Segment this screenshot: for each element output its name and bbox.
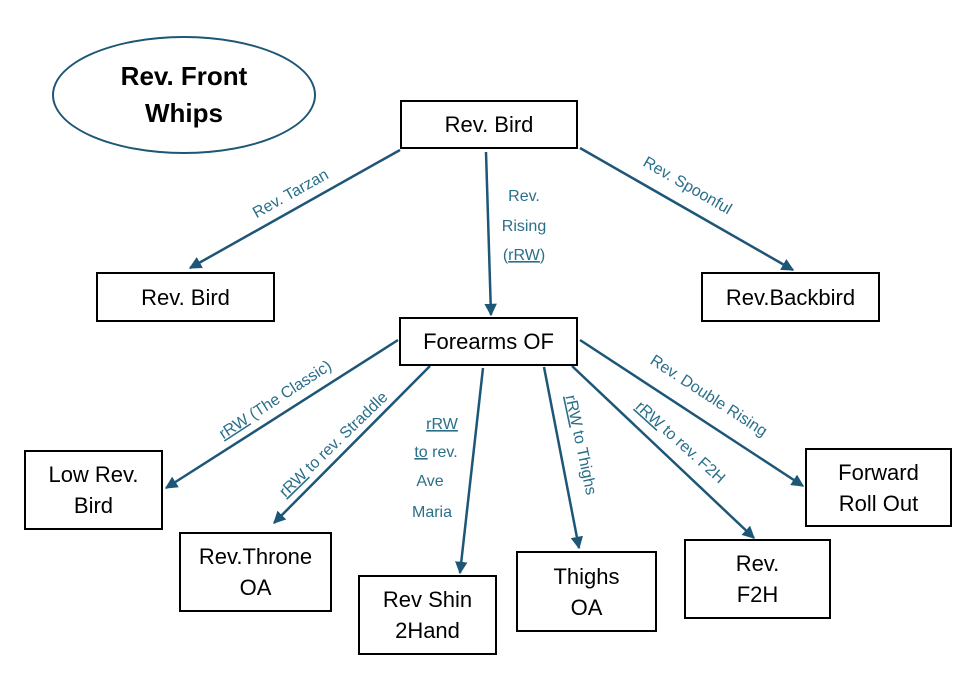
node-root-rev-bird: Rev. Bird: [400, 100, 578, 149]
node-rev-backbird: Rev.Backbird: [701, 272, 880, 322]
node-low-rev-bird: Low Rev. Bird: [24, 450, 163, 530]
arrow-root-to-right: [579, 146, 795, 272]
node-forearms-of: Forearms OF: [399, 317, 578, 366]
label-ave-3: Ave: [416, 473, 443, 490]
arrow-forearms-to-low-rev-bird: [164, 338, 399, 490]
arrow-forearms-to-thighs: [542, 366, 584, 550]
arrow-root-to-left: [188, 148, 401, 270]
label-rising-2: Rising: [502, 218, 546, 235]
arrow-forearms-to-rev-throne: [273, 365, 431, 524]
arrow-root-to-forearms: [484, 151, 497, 317]
label-ave-1: rRW: [426, 416, 459, 433]
node-rev-shin-2hand: Rev Shin 2Hand: [358, 575, 497, 655]
label-rising-3: (rRW): [503, 247, 545, 264]
node-forward-roll-out: Forward Roll Out: [805, 448, 952, 527]
node-rev-f2h: Rev. F2H: [684, 539, 831, 619]
label-classic: rRW (The Classic): [216, 358, 335, 443]
arrow-forearms-to-forward-roll: [579, 338, 805, 488]
diagram-title: Rev. Front Whips: [52, 36, 316, 154]
label-rising-1: Rev.: [508, 188, 540, 205]
arrow-forearms-to-rev-f2h: [571, 365, 755, 539]
label-f2h: rRW to rev. F2H: [632, 398, 728, 487]
node-thighs-oa: Thighs OA: [516, 551, 657, 632]
label-ave-2: to rev.: [414, 444, 457, 461]
node-rev-throne-oa: Rev.Throne OA: [179, 532, 332, 612]
arrow-forearms-to-rev-shin: [455, 367, 485, 575]
node-rev-bird-left: Rev. Bird: [96, 272, 275, 322]
label-ave-4: Maria: [412, 504, 452, 521]
